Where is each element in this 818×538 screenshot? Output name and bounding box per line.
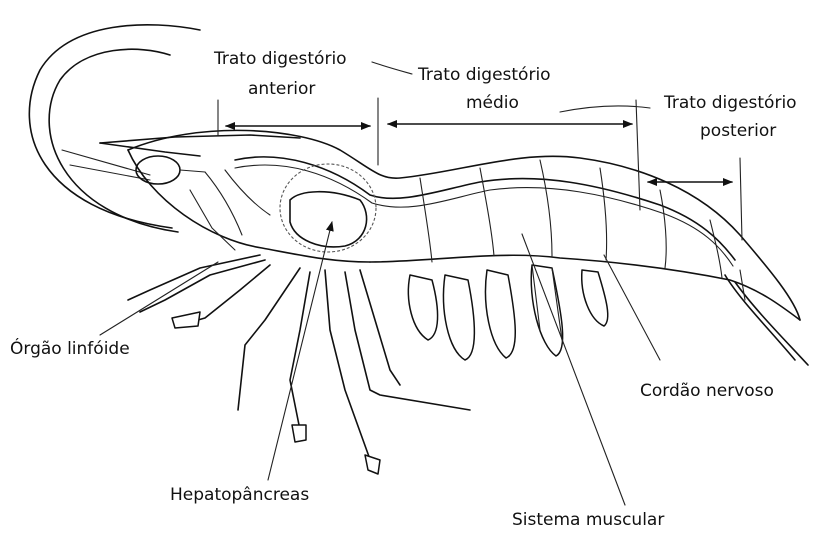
rostrum-lower [100, 143, 200, 156]
label-sistema-muscular: Sistema muscular [512, 510, 664, 530]
divider-medio-end [636, 100, 640, 210]
labels: Trato digestório anterior Trato digestór… [10, 49, 797, 530]
pointer-sistema-muscular [522, 234, 625, 505]
telson [725, 275, 808, 365]
label-medio-line2: médio [466, 93, 519, 113]
eye [136, 156, 180, 184]
label-orgao-linfoide: Órgão linfóide [10, 337, 130, 359]
label-medio-line1: Trato digestório [417, 65, 551, 85]
label-anterior-line2: anterior [248, 79, 315, 99]
pointer-cordao-nervoso [604, 255, 660, 360]
swimmerets [408, 265, 607, 360]
divider-posterior-end [740, 158, 742, 240]
label-anterior-line1: Trato digestório [213, 49, 347, 69]
rostrum [100, 135, 300, 143]
label-posterior-line2: posterior [700, 121, 776, 141]
label-hepatopancreas: Hepatopâncreas [170, 485, 309, 505]
antenna-long-inner [49, 49, 178, 232]
label-posterior-line1: Trato digestório [663, 93, 797, 113]
gut-line [235, 157, 735, 260]
label-cordao-nervoso: Cordão nervoso [640, 381, 774, 401]
pointer-orgao-linfoide [100, 262, 218, 335]
antenna-long [29, 25, 200, 228]
carapace-lower [128, 150, 370, 262]
